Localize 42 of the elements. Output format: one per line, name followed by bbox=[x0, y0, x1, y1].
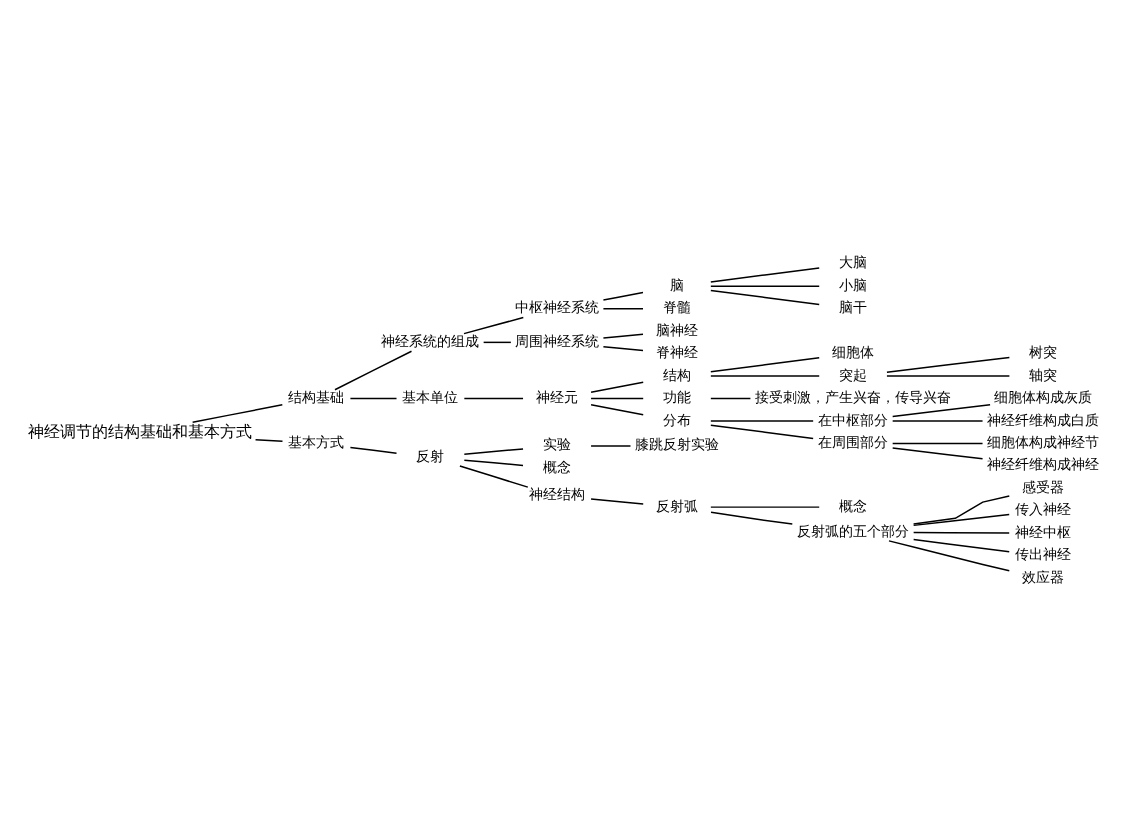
connector bbox=[590, 380, 644, 393]
connector bbox=[191, 403, 284, 422]
connector bbox=[254, 437, 284, 442]
connector bbox=[710, 284, 820, 286]
connector bbox=[463, 447, 524, 454]
connector bbox=[888, 539, 1011, 571]
connector bbox=[482, 340, 512, 343]
connector bbox=[912, 494, 1011, 524]
connector bbox=[710, 419, 814, 421]
connector bbox=[710, 510, 794, 524]
connector bbox=[602, 344, 644, 351]
connector bbox=[891, 441, 984, 444]
connector bbox=[602, 332, 644, 338]
connector bbox=[590, 396, 644, 399]
connector bbox=[463, 315, 525, 334]
connector bbox=[912, 530, 1010, 533]
connector bbox=[710, 396, 752, 399]
connector bbox=[459, 464, 529, 487]
connector bbox=[891, 446, 984, 459]
connector bbox=[710, 423, 814, 439]
connector bbox=[463, 396, 524, 399]
connector bbox=[886, 374, 1011, 376]
connector bbox=[710, 266, 820, 282]
connector bbox=[891, 419, 984, 421]
connector bbox=[891, 403, 991, 417]
node-text: 神经调节的结构基础和基本方式 bbox=[27, 419, 252, 440]
connector bbox=[912, 537, 1010, 552]
connector bbox=[886, 355, 1011, 372]
connector bbox=[710, 288, 820, 305]
connector bbox=[334, 349, 413, 390]
connector bbox=[349, 396, 398, 399]
connector bbox=[912, 512, 1010, 526]
connector bbox=[349, 445, 398, 453]
connector bbox=[710, 505, 820, 507]
connector bbox=[590, 497, 644, 504]
connector bbox=[590, 403, 644, 415]
connector bbox=[602, 290, 644, 300]
connector bbox=[710, 374, 820, 376]
connector bbox=[602, 306, 644, 309]
connector bbox=[590, 444, 632, 446]
connector bbox=[463, 458, 524, 466]
connector bbox=[710, 356, 820, 372]
